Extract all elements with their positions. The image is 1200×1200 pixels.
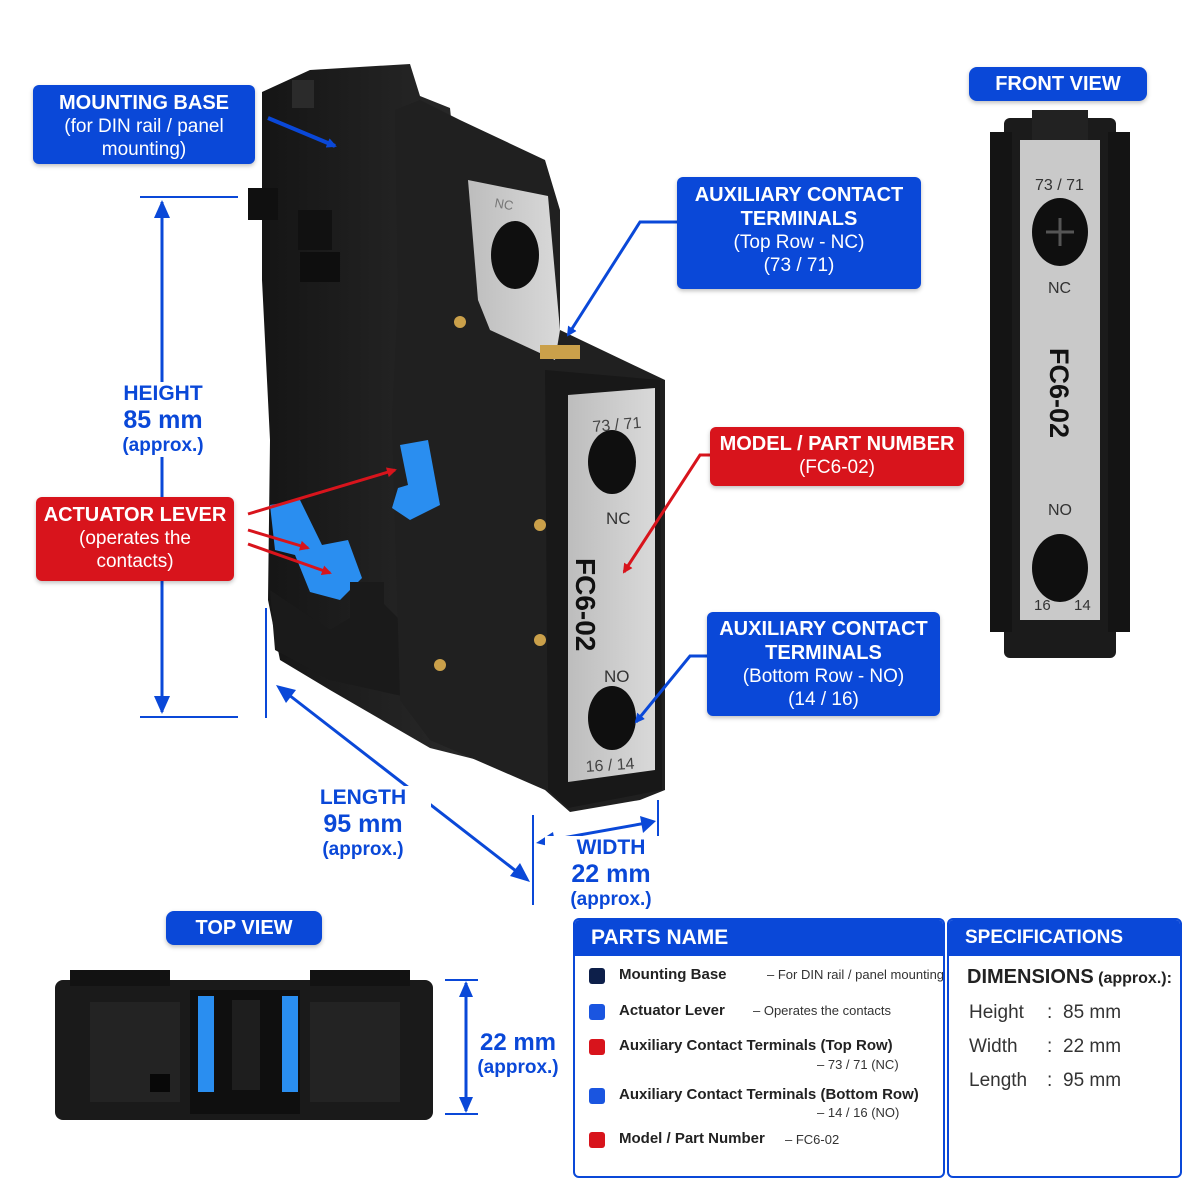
top-depth-value: 22 mm bbox=[479, 1029, 557, 1056]
aux-top-title2: TERMINALS bbox=[740, 208, 858, 230]
front-model-label: FC6-02 bbox=[1044, 348, 1074, 438]
front-view-illustration: 73 / 71 NC FC6-02 NO 16 14 bbox=[990, 110, 1130, 658]
front-bottom-right: 14 bbox=[1074, 597, 1091, 614]
parts-item-desc: – 14 / 16 (NO) bbox=[817, 1105, 900, 1120]
spec-label: Width bbox=[969, 1036, 1018, 1057]
aux-top-title1: AUXILIARY CONTACT bbox=[694, 184, 904, 206]
aux-bottom-line4: (14 / 16) bbox=[788, 689, 859, 710]
actuator-arrow-3 bbox=[247, 542, 332, 576]
top-terminal-block bbox=[468, 180, 580, 360]
bottom-terminals-label: 16 / 14 bbox=[585, 756, 635, 776]
top-view-title: TOP VIEW bbox=[166, 911, 322, 945]
actuator-title: ACTUATOR LEVER bbox=[43, 504, 227, 526]
parts-item-desc: – Operates the contacts bbox=[753, 1003, 892, 1018]
width-value: 22 mm bbox=[571, 860, 651, 888]
width-label: WIDTH bbox=[576, 836, 646, 859]
nc-label: NC bbox=[606, 509, 631, 528]
aux-bottom-arrow bbox=[634, 654, 707, 724]
model-arrow bbox=[622, 453, 710, 574]
front-nc-label: NC bbox=[1048, 280, 1071, 297]
parts-swatch bbox=[589, 1004, 605, 1020]
parts-swatch bbox=[589, 968, 605, 984]
top-depth-label: 22 mm (approx.) bbox=[470, 1028, 566, 1079]
parts-swatch bbox=[589, 1088, 605, 1104]
aux-top-line3: (Top Row - NC) bbox=[733, 232, 865, 253]
spec-label: Length bbox=[969, 1070, 1028, 1091]
height-note: (approx.) bbox=[122, 435, 204, 456]
height-label: HEIGHT bbox=[123, 382, 203, 405]
front-label-plate bbox=[568, 388, 655, 782]
specifications-panel: SPECIFICATIONS DIMENSIONS (approx.): Hei… bbox=[947, 918, 1182, 1178]
aux-top-callout: AUXILIARY CONTACT TERMINALS (Top Row - N… bbox=[677, 177, 921, 289]
parts-item-name: Auxiliary Contact Terminals (Bottom Row) bbox=[619, 1086, 919, 1103]
front-top-terminals: 73 / 71 bbox=[1035, 177, 1084, 194]
parts-swatch bbox=[589, 1132, 605, 1148]
mounting-base-line2: (for DIN rail / panel bbox=[64, 116, 224, 137]
spec-sep: : bbox=[1047, 1070, 1053, 1091]
height-value: 85 mm bbox=[123, 406, 203, 434]
length-dimension-line bbox=[265, 608, 530, 882]
no-label: NO bbox=[604, 667, 630, 686]
top-depth-dimension-line bbox=[445, 979, 478, 1115]
dimensions-heading: DIMENSIONS (approx.): bbox=[967, 966, 1172, 989]
aux-top-arrow bbox=[566, 220, 677, 337]
parts-item-name: Mounting Base bbox=[619, 966, 727, 983]
top-view-illustration bbox=[55, 970, 433, 1120]
actuator-arrow-1 bbox=[247, 467, 397, 516]
parts-item-desc: – FC6-02 bbox=[785, 1132, 840, 1147]
parts-item-desc: – For DIN rail / panel mounting bbox=[767, 967, 945, 982]
spec-value: 95 mm bbox=[1063, 1070, 1122, 1091]
dimensions-heading-text: DIMENSIONS bbox=[967, 966, 1094, 988]
model-callout-line2: (FC6-02) bbox=[798, 457, 875, 478]
dimensions-heading-note: (approx.): bbox=[1098, 970, 1172, 987]
aux-top-line4: (73 / 71) bbox=[763, 255, 835, 276]
width-note: (approx.) bbox=[570, 889, 652, 910]
actuator-line2: (operates the bbox=[79, 528, 191, 549]
specifications-title: SPECIFICATIONS bbox=[949, 920, 1180, 956]
length-value: 95 mm bbox=[323, 810, 403, 838]
width-dimension-label: WIDTH 22 mm (approx.) bbox=[545, 836, 677, 911]
length-label: LENGTH bbox=[319, 786, 407, 809]
mounting-base-arrow bbox=[267, 116, 337, 148]
mounting-base-callout: MOUNTING BASE (for DIN rail / panel moun… bbox=[33, 85, 255, 164]
actuator-callout: ACTUATOR LEVER (operates the contacts) bbox=[36, 497, 234, 581]
height-dimension-line bbox=[140, 196, 238, 718]
front-view-title: FRONT VIEW bbox=[969, 67, 1147, 101]
actuator-arrow-2 bbox=[247, 528, 310, 551]
parts-name-panel: PARTS NAME Mounting Base – For DIN rail … bbox=[573, 918, 945, 1178]
parts-name-title: PARTS NAME bbox=[575, 920, 943, 956]
aux-bottom-title1: AUXILIARY CONTACT bbox=[719, 618, 928, 640]
aux-bottom-line3: (Bottom Row - NO) bbox=[742, 666, 905, 687]
parts-item-name: Actuator Lever bbox=[619, 1002, 725, 1019]
spec-sep: : bbox=[1047, 1002, 1053, 1023]
parts-item-name: Model / Part Number bbox=[619, 1130, 765, 1147]
spec-value: 22 mm bbox=[1063, 1036, 1122, 1057]
mounting-base-line3: mounting) bbox=[101, 139, 187, 160]
parts-item-name: Auxiliary Contact Terminals (Top Row) bbox=[619, 1037, 893, 1054]
actuator-line3: contacts) bbox=[96, 551, 174, 572]
front-bottom-left: 16 bbox=[1034, 597, 1051, 614]
top-nc-label: NC bbox=[493, 195, 514, 213]
length-dimension-label: LENGTH 95 mm (approx.) bbox=[295, 786, 431, 861]
model-callout: MODEL / PART NUMBER (FC6-02) bbox=[710, 427, 964, 486]
spec-label: Height bbox=[969, 1002, 1024, 1023]
top-depth-note: (approx.) bbox=[477, 1057, 559, 1078]
front-no-label: NO bbox=[1048, 502, 1072, 519]
mounting-base-title: MOUNTING BASE bbox=[59, 92, 229, 114]
top-terminals-label: 73 / 71 bbox=[592, 415, 642, 436]
height-dimension-label: HEIGHT 85 mm (approx.) bbox=[95, 382, 231, 457]
parts-item-desc: – 73 / 71 (NC) bbox=[817, 1057, 899, 1072]
aux-bottom-callout: AUXILIARY CONTACT TERMINALS (Bottom Row … bbox=[707, 612, 940, 716]
spec-value: 85 mm bbox=[1063, 1002, 1122, 1023]
aux-bottom-title2: TERMINALS bbox=[765, 642, 882, 664]
model-callout-title: MODEL / PART NUMBER bbox=[719, 433, 955, 455]
model-number-label: FC6-02 bbox=[570, 558, 601, 651]
spec-sep: : bbox=[1047, 1036, 1053, 1057]
actuator-lever bbox=[270, 440, 440, 618]
length-note: (approx.) bbox=[322, 839, 404, 860]
parts-swatch bbox=[589, 1039, 605, 1055]
